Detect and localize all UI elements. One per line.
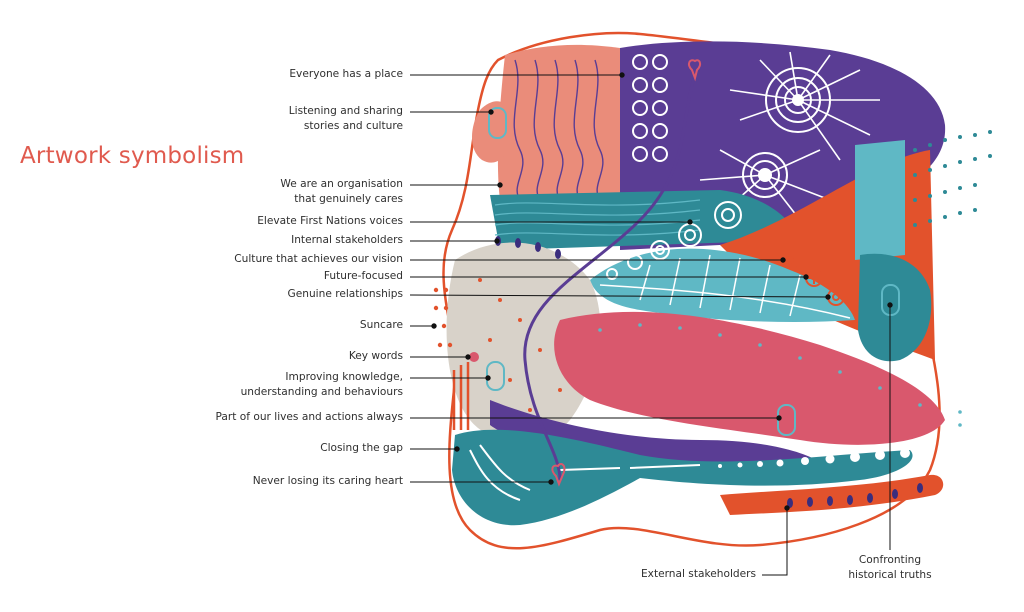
label-suncare: Suncare — [359, 319, 403, 331]
white-dot-line — [718, 448, 910, 468]
top-heart-icon — [688, 59, 702, 82]
pink-band — [554, 311, 945, 445]
key-words-dot — [469, 352, 479, 362]
cream-blob — [446, 242, 601, 443]
label-part-of-lives: Part of our lives and actions always — [215, 411, 403, 423]
concentric-sun-large — [765, 67, 831, 133]
salmon-leaf — [472, 101, 513, 163]
label-elevate-voices: Elevate First Nations voices — [257, 215, 403, 227]
red-bars — [452, 362, 470, 430]
caring-heart-line — [523, 74, 697, 481]
salmon-panel — [497, 44, 622, 200]
label-internal-stakeholders: Internal stakeholders — [291, 234, 403, 246]
teal-band — [490, 190, 800, 250]
light-teal-leaf — [590, 248, 855, 322]
teal-band-waves — [494, 199, 701, 236]
white-dash-curves — [469, 444, 701, 501]
pink-band-dots — [598, 323, 962, 427]
external-ribbon-dots — [787, 483, 923, 508]
concentric-sun-small — [742, 152, 788, 198]
label-improving-knowledge: Improving knowledge, understanding and b… — [240, 371, 403, 398]
teal-bottom — [452, 429, 913, 526]
label-future-focused: Future-focused — [323, 270, 403, 282]
label-historical-truths: Confronting historical truths — [848, 554, 932, 581]
page-title: Artwork symbolism — [20, 143, 245, 169]
external-ribbon — [720, 474, 944, 515]
label-external-stakeholders: External stakeholders — [640, 568, 756, 580]
circle-chain — [606, 201, 742, 280]
label-listening-sharing: Listening and sharing stories and cultur… — [288, 105, 403, 132]
label-culture-vision: Culture that achieves our vision — [234, 253, 403, 265]
leader-lines — [409, 72, 893, 576]
teal-dot-strands — [913, 130, 992, 227]
label-key-words: Key words — [348, 350, 403, 362]
cream-dots — [478, 278, 562, 412]
salmon-wavy-lines — [513, 59, 604, 201]
label-everyone-has-a-place: Everyone has a place — [289, 68, 403, 80]
label-genuine-relationships: Genuine relationships — [287, 288, 404, 300]
label-caring-heart: Never losing its caring heart — [252, 475, 403, 487]
listening-capsule — [488, 107, 507, 139]
label-closing-gap: Closing the gap — [320, 442, 403, 454]
teal-right-column — [855, 140, 905, 260]
leaf-veins — [599, 254, 851, 319]
teal-right-lower — [858, 253, 932, 362]
white-loops — [632, 54, 668, 162]
label-genuinely-cares: We are an organisation that genuinely ca… — [280, 178, 403, 205]
heart-icon — [551, 463, 566, 487]
